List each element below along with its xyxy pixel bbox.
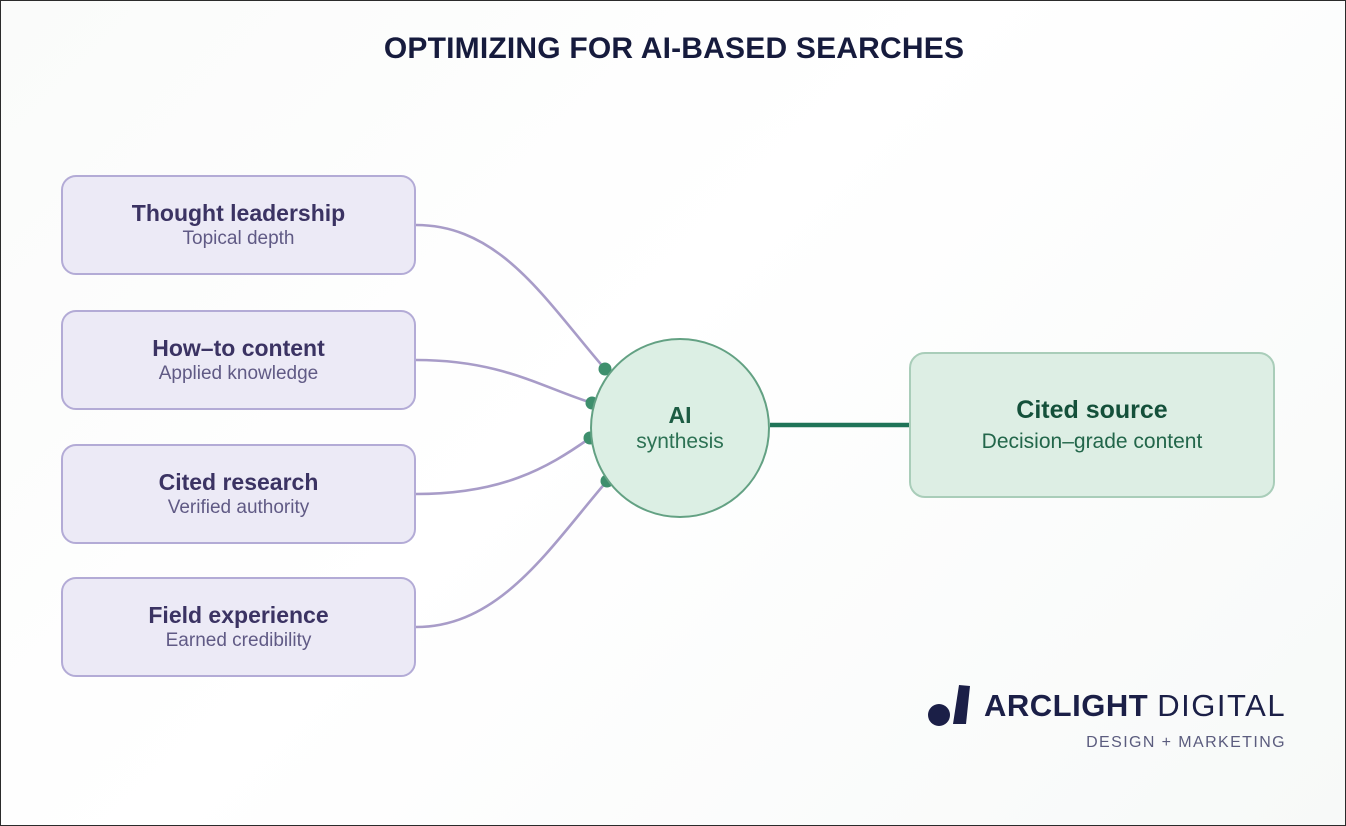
input-card-field-experience[interactable]: Field experience Earned credibility (61, 577, 416, 677)
brand-logo: ARCLIGHT DIGITAL DESIGN + MARKETING (926, 683, 1286, 758)
connector-curve-4 (414, 479, 609, 629)
input-card-cited-research[interactable]: Cited research Verified authority (61, 444, 416, 544)
input-card-subtitle: Earned credibility (165, 630, 312, 652)
input-card-title: Field experience (148, 601, 329, 628)
page-title: OPTIMIZING FOR AI-BASED SEARCHES (383, 32, 965, 65)
logo-name-bold: ARCLIGHT (984, 687, 1149, 723)
input-card-title: Thought leadership (131, 199, 346, 226)
output-card-title: Cited source (1016, 395, 1168, 424)
connector-curve-1 (414, 223, 607, 371)
output-card-subtitle: Decision–grade content (981, 430, 1203, 454)
hub-subtitle: synthesis (636, 430, 724, 454)
input-card-title: How–to content (152, 334, 325, 361)
logo-row: ARCLIGHT DIGITAL (926, 683, 1286, 727)
logo-tagline: DESIGN + MARKETING (1086, 734, 1286, 751)
arclight-a-mark-icon (928, 685, 970, 726)
input-card-title: Cited research (158, 468, 319, 495)
output-card-cited-source[interactable]: Cited source Decision–grade content (909, 352, 1275, 498)
connector-curve-3 (414, 436, 592, 496)
hub-title: AI (668, 401, 692, 428)
logo-wordmark: ARCLIGHT DIGITAL (984, 690, 1286, 721)
input-card-thought-leadership[interactable]: Thought leadership Topical depth (61, 175, 416, 275)
input-card-subtitle: Topical depth (182, 228, 295, 250)
logo-name-light: DIGITAL (1157, 687, 1287, 723)
input-card-subtitle: Verified authority (167, 497, 310, 519)
input-card-subtitle: Applied knowledge (158, 363, 319, 385)
connector-curve-2 (414, 358, 594, 405)
hub-node-ai-synthesis[interactable]: AI synthesis (590, 338, 770, 518)
input-card-how-to-content[interactable]: How–to content Applied knowledge (61, 310, 416, 410)
